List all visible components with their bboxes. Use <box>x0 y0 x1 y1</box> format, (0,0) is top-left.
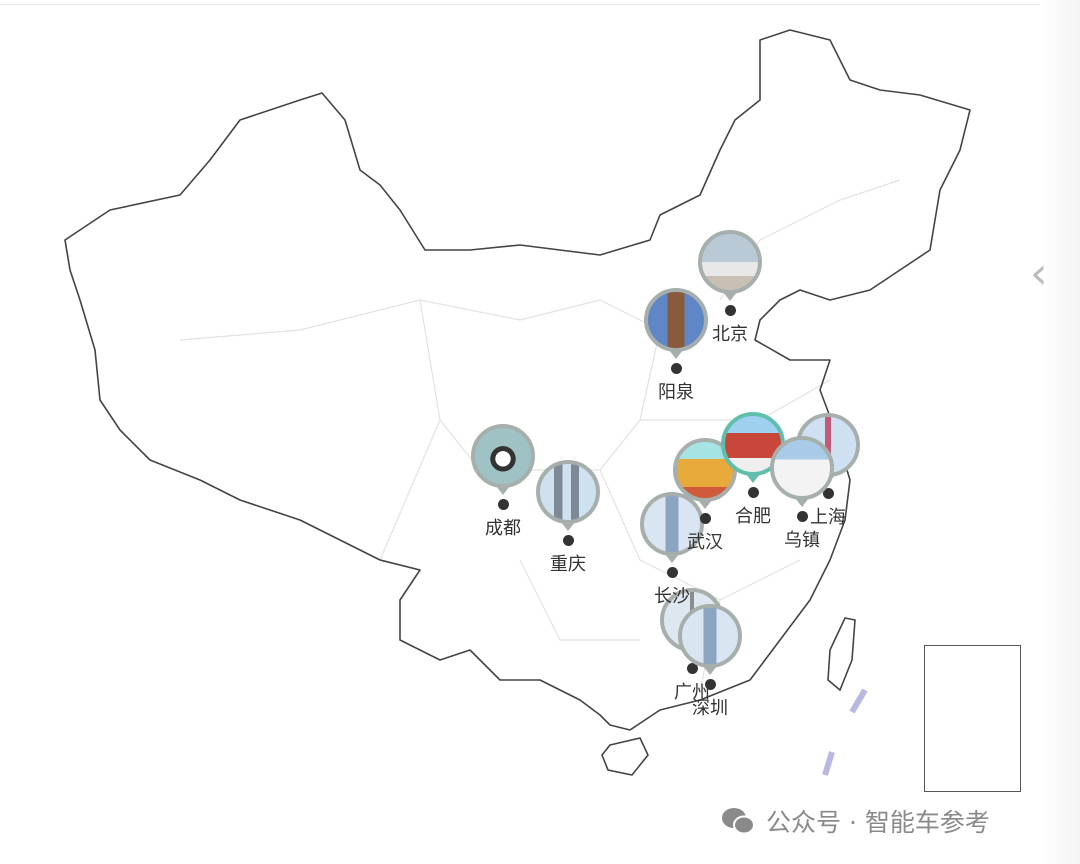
city-marker-dot[interactable] <box>498 499 509 510</box>
sea-boundary-mark <box>822 751 835 776</box>
sea-boundary-mark <box>849 688 868 714</box>
city-marker-dot[interactable] <box>687 663 698 674</box>
china-outline <box>64 29 971 731</box>
pin-tail <box>669 350 683 359</box>
city-marker-dot[interactable] <box>705 679 716 690</box>
city-label: 上海 <box>810 507 846 528</box>
right-edge <box>1040 0 1080 864</box>
city-label: 武汉 <box>687 532 723 553</box>
city-label: 深圳 <box>692 698 728 719</box>
city-marker-dot[interactable] <box>671 363 682 374</box>
city-photo-pin[interactable] <box>698 230 762 294</box>
city-label: 合肥 <box>735 506 771 527</box>
city-photo-pin[interactable] <box>770 436 834 500</box>
city-label: 重庆 <box>550 554 586 575</box>
city-photo-pin[interactable] <box>678 604 742 668</box>
city-label: 广州 <box>674 682 710 703</box>
pin-tail <box>795 498 809 507</box>
pin-tail <box>703 666 717 675</box>
city-label: 阳泉 <box>658 382 694 403</box>
pin-tail <box>746 474 760 483</box>
city-marker-dot[interactable] <box>748 487 759 498</box>
hainan-outline <box>601 737 649 776</box>
province-borders <box>179 179 901 691</box>
city-photo-pin[interactable] <box>644 288 708 352</box>
pin-tail <box>665 554 679 563</box>
city-marker-dot[interactable] <box>667 567 678 578</box>
pin-tail <box>723 292 737 301</box>
city-marker-dot[interactable] <box>823 488 834 499</box>
city-marker-dot[interactable] <box>725 305 736 316</box>
city-label: 乌镇 <box>784 530 820 551</box>
pin-tail <box>698 500 712 509</box>
pin-tail <box>496 486 510 495</box>
city-photo-pin[interactable] <box>640 492 704 556</box>
top-divider <box>0 4 1080 5</box>
city-photo-pin[interactable] <box>536 460 600 524</box>
chevron-left-icon[interactable]: ‹ <box>1030 248 1048 299</box>
south-china-sea-inset <box>924 645 1021 792</box>
wechat-icon <box>722 808 755 835</box>
city-photo-pin[interactable] <box>471 424 535 488</box>
city-label: 成都 <box>485 518 521 539</box>
city-marker-dot[interactable] <box>700 513 711 524</box>
taiwan-outline <box>827 617 856 692</box>
city-marker-dot[interactable] <box>797 511 808 522</box>
city-label: 北京 <box>712 324 748 345</box>
watermark-text: 公众号 · 智能车参考 <box>766 808 990 837</box>
city-label: 长沙 <box>654 586 690 607</box>
city-marker-dot[interactable] <box>563 535 574 546</box>
pin-tail <box>561 522 575 531</box>
watermark: 公众号 · 智能车参考 <box>720 803 990 839</box>
